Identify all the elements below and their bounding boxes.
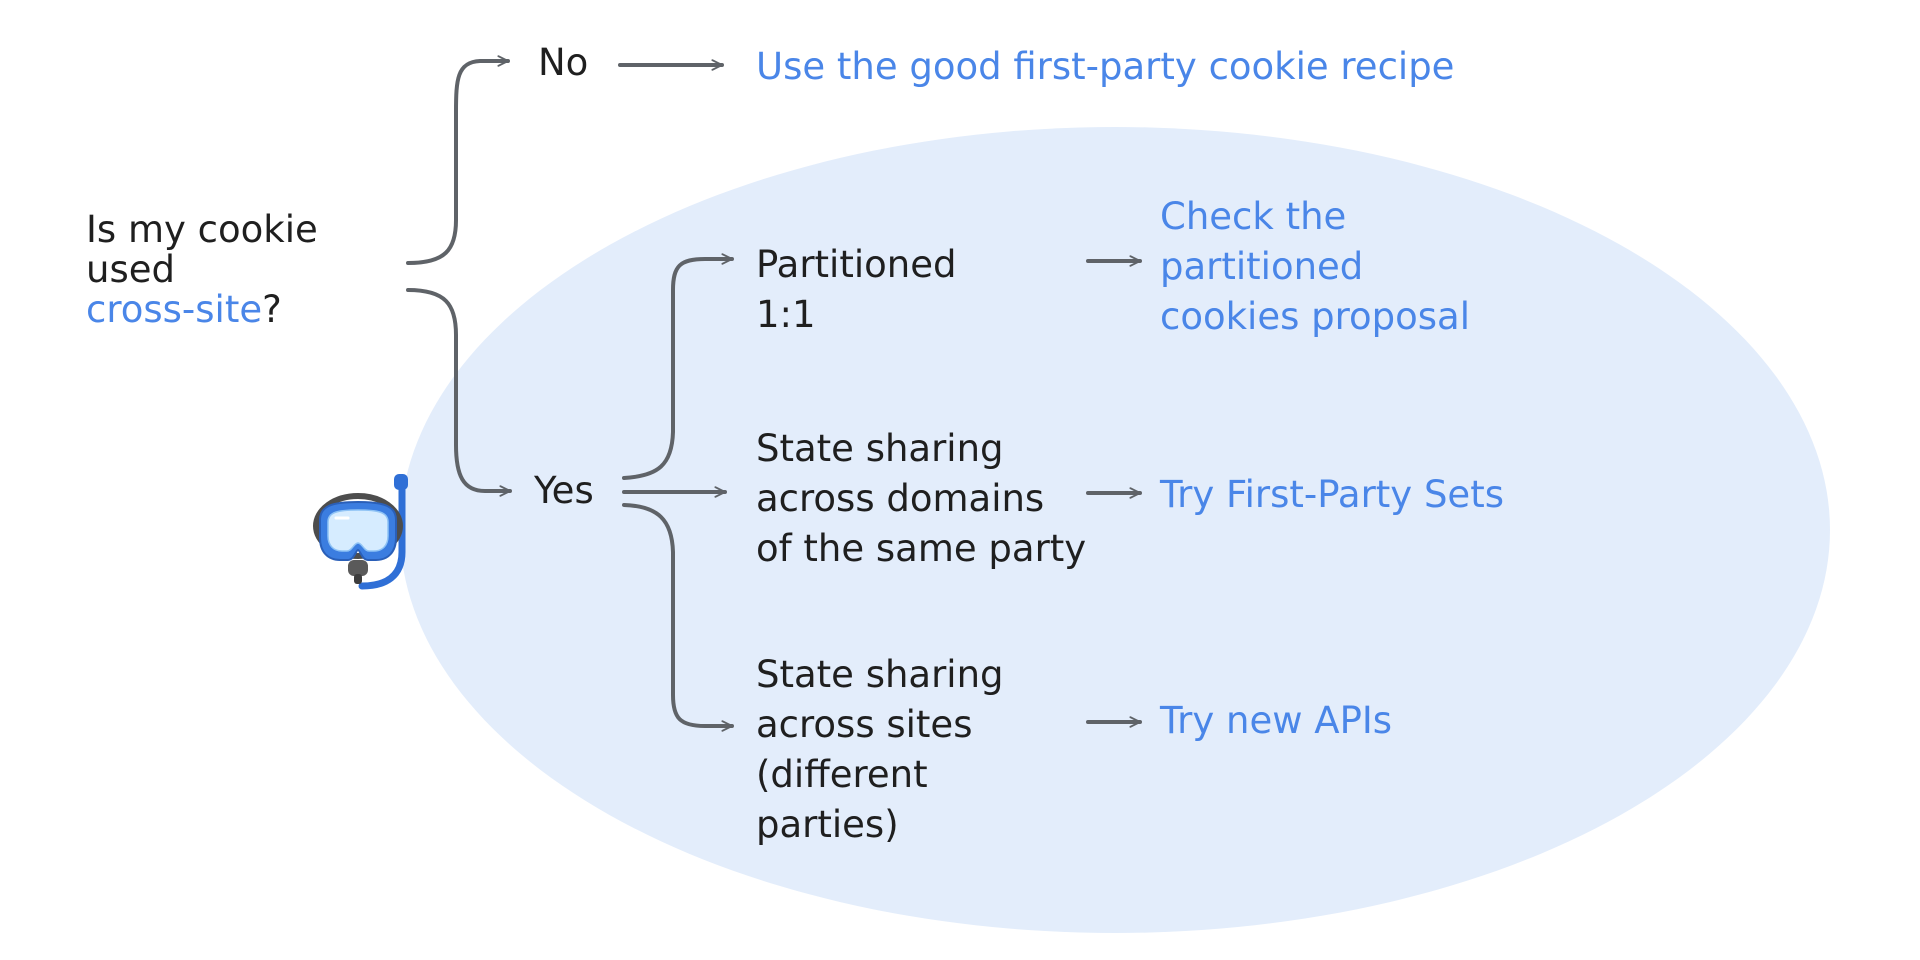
partitioned-action-line-1[interactable]: Check the xyxy=(1160,195,1347,238)
partitioned-action-line-2[interactable]: partitioned xyxy=(1160,245,1364,288)
first-party-sets-link[interactable]: Try First-Party Sets xyxy=(1160,473,1504,516)
question-line-3: cross-site? xyxy=(86,290,318,330)
question-text: Is my cookie used cross-site? xyxy=(86,210,318,330)
different-parties-line-4: parties) xyxy=(756,803,899,846)
same-party-outcome: State sharing across domains of the same… xyxy=(756,424,1086,574)
different-parties-line-2: across sites xyxy=(756,703,973,746)
yes-branch-highlight xyxy=(400,127,1830,933)
different-parties-line-3: (different xyxy=(756,753,928,796)
partitioned-line-2: 1:1 xyxy=(756,293,816,336)
same-party-line-3: of the same party xyxy=(756,527,1087,570)
partitioned-action-line-3[interactable]: cookies proposal xyxy=(1160,295,1471,338)
same-party-line-2: across domains xyxy=(756,477,1045,520)
snorkel-mask-icon xyxy=(313,474,408,590)
branch-no-label: No xyxy=(538,41,589,84)
partitioned-line-1: Partitioned xyxy=(756,243,957,286)
partitioned-outcome: Partitioned 1:1 xyxy=(756,240,956,340)
first-party-recipe-link[interactable]: Use the good first-party cookie recipe xyxy=(756,45,1455,88)
brace-to-yes xyxy=(406,288,512,497)
partitioned-cookies-proposal-link[interactable]: Check the partitioned cookies proposal xyxy=(1160,192,1470,342)
branch-yes-label: Yes xyxy=(534,469,594,512)
different-parties-outcome: State sharing across sites (different pa… xyxy=(756,650,1004,850)
question-mark: ? xyxy=(262,288,282,331)
arrow-yes-to-different-parties xyxy=(622,503,734,732)
new-apis-link[interactable]: Try new APIs xyxy=(1160,699,1393,742)
different-parties-line-1: State sharing xyxy=(756,653,1004,696)
question-line-1: Is my cookie xyxy=(86,208,318,251)
brace-to-no xyxy=(406,55,510,265)
arrow-yes-to-partitioned xyxy=(622,253,734,480)
cross-site-link[interactable]: cross-site xyxy=(86,288,263,331)
question-line-2: used xyxy=(86,248,175,291)
same-party-line-1: State sharing xyxy=(756,427,1004,470)
